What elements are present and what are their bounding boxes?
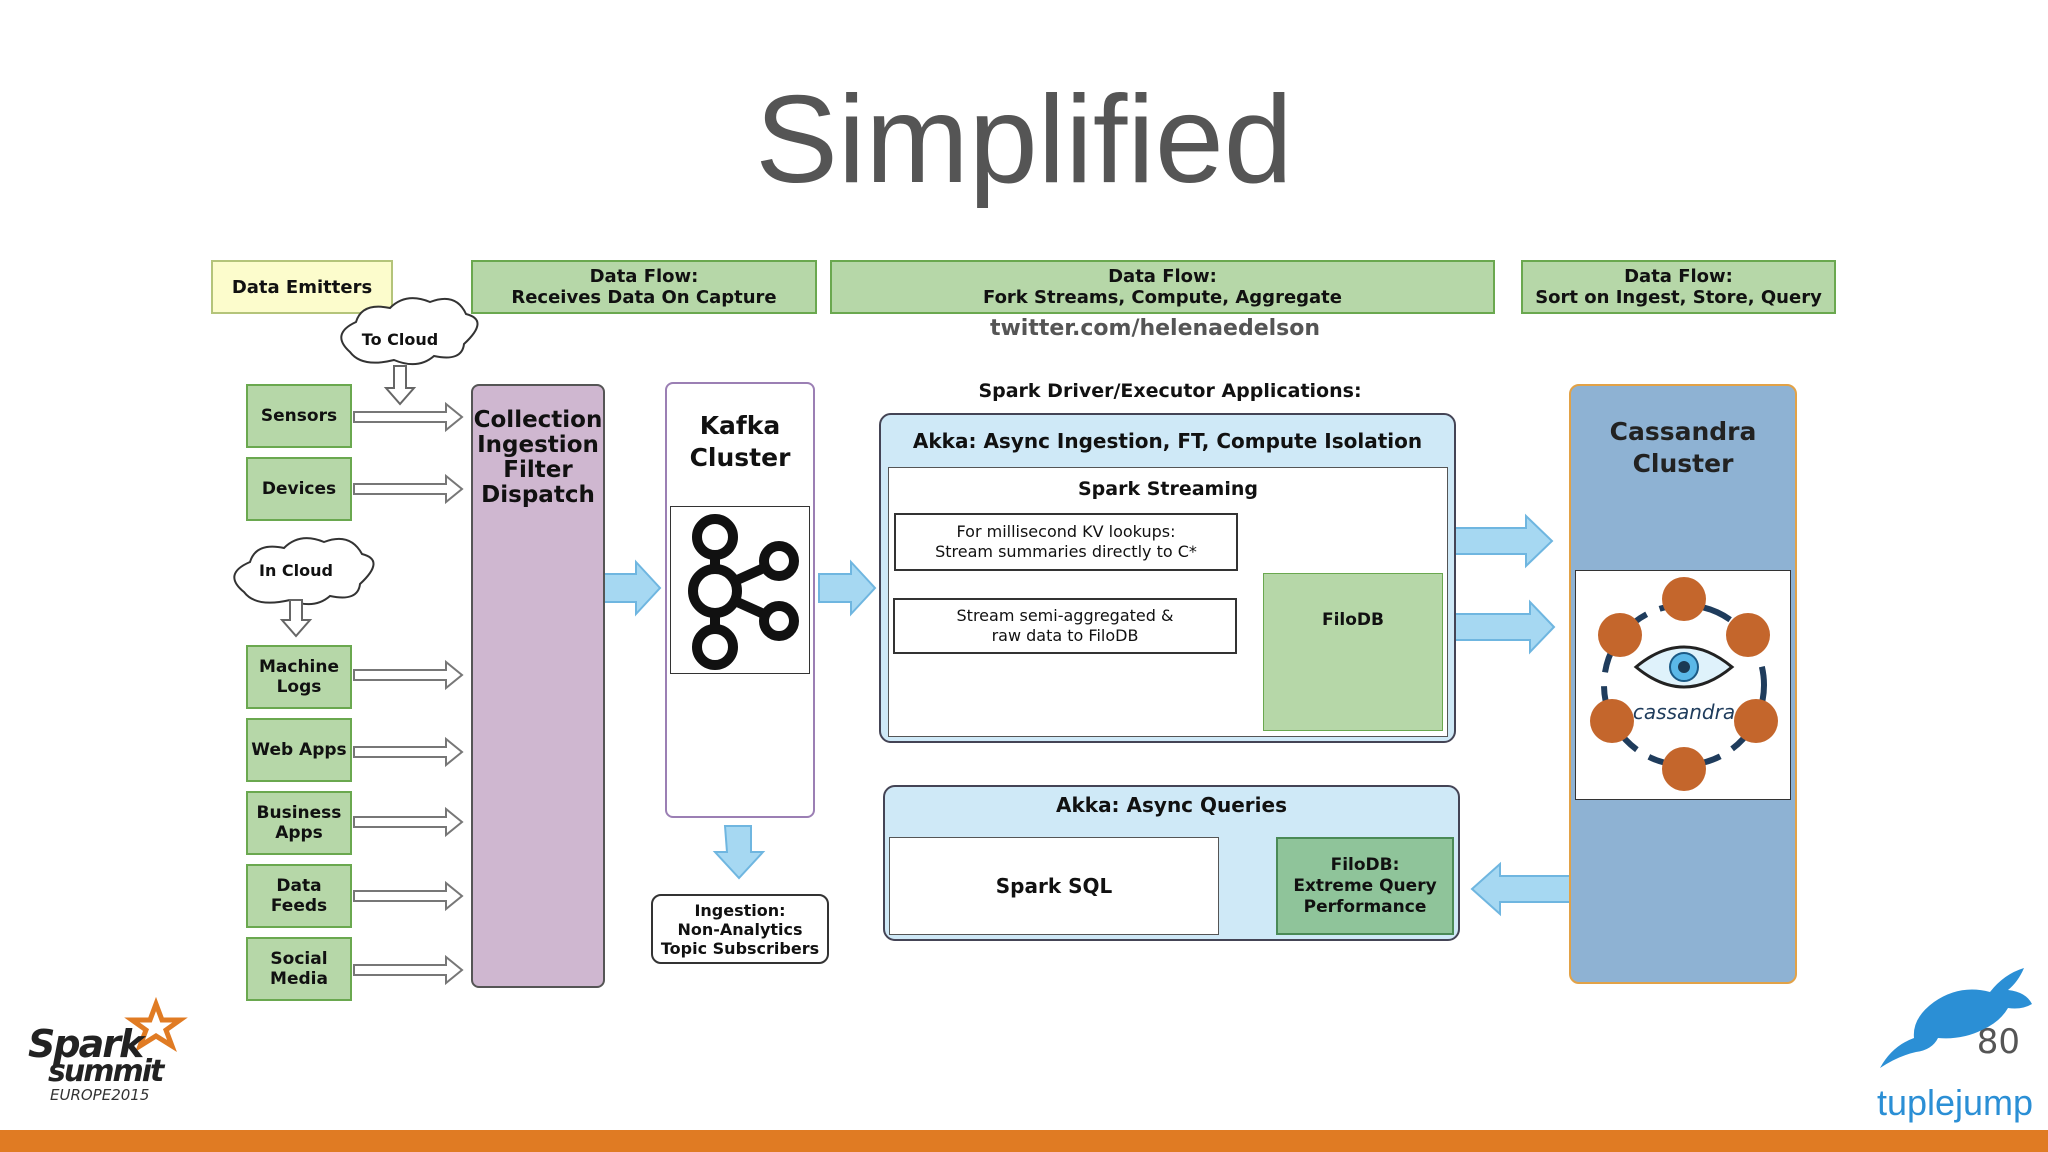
header-label-line1: Data Flow: <box>589 266 699 287</box>
collection-line: Ingestion <box>477 432 599 458</box>
header-label-line1: Data Flow: <box>1108 266 1217 287</box>
source-devices: Devices <box>246 457 352 521</box>
cassandra-logo-icon: cassandra <box>1590 577 1778 791</box>
header-label-line1: Data Flow: <box>1624 266 1733 287</box>
filodb-query-line: Extreme Query <box>1293 875 1437 896</box>
spark-apps-label: Spark Driver/Executor Applications: <box>978 380 1362 402</box>
kafka-logo-frame <box>670 506 810 674</box>
kv-line: For millisecond KV lookups: <box>956 522 1176 541</box>
tuplejump-logo: tuplejump <box>1870 950 2040 1130</box>
kafka-subscribers-box: Ingestion: Non-Analytics Topic Subscribe… <box>651 894 829 964</box>
footer-bar <box>0 1130 2048 1152</box>
header-receives-data: Data Flow: Receives Data On Capture <box>471 260 817 314</box>
semi-line: Stream semi-aggregated & <box>956 606 1174 625</box>
semi-line: raw data to FiloDB <box>991 626 1139 645</box>
page-title: Simplified <box>755 71 1293 209</box>
cloud-icon <box>233 537 375 606</box>
cassandra-label: Cassandra <box>1609 417 1757 446</box>
twitter-handle: twitter.com/helenaedelson <box>989 316 1321 341</box>
spark-star-icon <box>124 996 188 1053</box>
filodb-query-line: Performance <box>1303 896 1427 917</box>
subscribers-line: Ingestion: <box>694 900 786 920</box>
source-social-media: Social Media <box>246 937 352 1001</box>
cloud-to-cloud-label: To Cloud <box>361 330 439 349</box>
cassandra-label: Cluster <box>1632 449 1734 478</box>
cassandra-logo-frame: cassandra <box>1575 570 1791 800</box>
source-label: Business <box>256 803 342 823</box>
header-label-line2: Fork Streams, Compute, Aggregate <box>983 287 1342 308</box>
filodb-query-line: FiloDB: <box>1330 854 1400 875</box>
source-label: Data Feeds <box>270 876 328 916</box>
arrow-down-icon <box>279 599 313 638</box>
akka-ingestion-label: Akka: Async Ingestion, FT, Compute Isola… <box>912 429 1423 453</box>
semi-aggregated-box: Stream semi-aggregated & raw data to Fil… <box>893 598 1237 654</box>
europe-logo-word: EUROPE2015 <box>50 1086 150 1104</box>
summit-logo-word: summit <box>48 1054 164 1089</box>
collection-line: Collection <box>473 407 603 433</box>
header-label-line2: Sort on Ingest, Store, Query <box>1535 287 1822 308</box>
spark-sql-box: Spark SQL <box>889 837 1219 935</box>
source-label: Devices <box>261 479 337 499</box>
header-data-emitters: Data Emitters <box>211 260 393 314</box>
source-label: Apps <box>275 823 323 843</box>
header-label-line2: Receives Data On Capture <box>511 287 777 308</box>
cloud-icon <box>340 297 479 366</box>
source-web-apps: Web Apps <box>246 718 352 782</box>
cassandra-logo-text: cassandra <box>1633 700 1735 724</box>
source-label: Social <box>270 949 328 969</box>
kv-lookups-box: For millisecond KV lookups: Stream summa… <box>894 513 1238 571</box>
header-sort-on-ingest: Data Flow: Sort on Ingest, Store, Query <box>1521 260 1836 314</box>
spark-streaming-label: Spark Streaming <box>1077 478 1258 500</box>
arrow-down-icon <box>383 365 417 406</box>
source-label: Logs <box>276 677 322 697</box>
subscribers-line: Topic Subscribers <box>660 938 820 958</box>
kafka-label: Cluster <box>689 443 791 472</box>
source-label: Machine <box>258 657 340 677</box>
subscribers-line: Non-Analytics <box>677 919 803 939</box>
spark-summit-logo: Spark summit EUROPE2015 <box>28 996 188 1110</box>
source-label: Media <box>270 969 328 989</box>
source-label: Sensors <box>260 406 338 426</box>
filodb-label: FiloDB <box>1321 610 1384 630</box>
header-data-emitters-label: Data Emitters <box>231 276 373 298</box>
kv-line: Stream summaries directly to C* <box>935 542 1197 561</box>
source-arrows <box>353 401 464 986</box>
source-business-apps: Business Apps <box>246 791 352 855</box>
filodb-query-box: FiloDB: Extreme Query Performance <box>1276 837 1454 935</box>
header-fork-streams: Data Flow: Fork Streams, Compute, Aggreg… <box>830 260 1495 314</box>
kafka-logo-icon <box>688 514 799 670</box>
collection-line: Filter <box>503 457 573 483</box>
collection-line: Dispatch <box>481 482 595 508</box>
akka-queries-label: Akka: Async Queries <box>1055 793 1287 817</box>
kafka-label: Kafka <box>699 411 781 440</box>
rabbit-icon <box>1880 968 2032 1068</box>
spark-sql-label: Spark SQL <box>995 874 1113 898</box>
source-machine-logs: Machine Logs <box>246 645 352 709</box>
filodb-store-box: FiloDB <box>1263 573 1443 731</box>
collection-ingestion-box: Collection Ingestion Filter Dispatch <box>471 384 605 988</box>
source-label: Web Apps <box>251 740 347 760</box>
tuplejump-wordmark: tuplejump <box>1876 1082 2034 1123</box>
source-data-feeds: Data Feeds <box>246 864 352 928</box>
spark-logo-word: Spark <box>28 1022 144 1066</box>
source-sensors: Sensors <box>246 384 352 448</box>
cloud-in-cloud-label: In Cloud <box>259 561 333 580</box>
